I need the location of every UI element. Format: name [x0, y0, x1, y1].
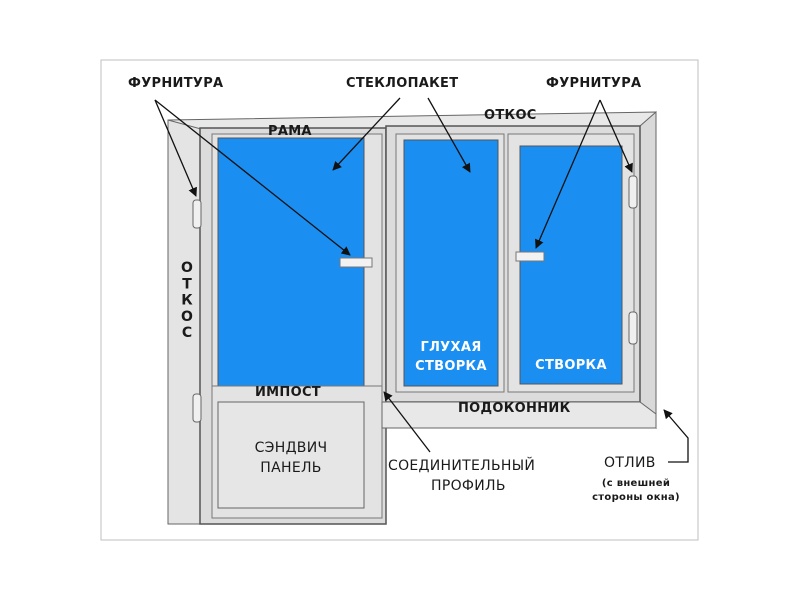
- right-jamb: [639, 110, 657, 430]
- fixed-glass: [403, 139, 499, 387]
- label-glukhaya-stvorka: ГЛУХАЯ СТВОРКА: [404, 338, 498, 376]
- label-otliv: ОТЛИВ: [604, 455, 656, 471]
- door-handle: [339, 257, 373, 268]
- label-soed-profil: СОЕДИНИТЕЛЬНЫЙ ПРОФИЛЬ: [388, 456, 535, 496]
- door-hinge-top: [192, 199, 202, 229]
- glukhaya-line2: СТВОРКА: [415, 359, 487, 374]
- sandwich-panel: [217, 401, 365, 509]
- leader-lines: [154, 97, 689, 463]
- otliv-note-line2: стороны окна): [592, 492, 680, 503]
- label-rama: РАМА: [268, 124, 312, 139]
- door-hinge-bottom: [192, 393, 202, 423]
- soed-line2: ПРОФИЛЬ: [431, 478, 506, 494]
- label-impost: ИМПОСТ: [255, 385, 321, 400]
- label-furnitura-left: ФУРНИТУРА: [128, 76, 224, 91]
- label-furnitura-right: ФУРНИТУРА: [546, 76, 642, 91]
- otkos-side-text: ОТКОС: [179, 260, 195, 342]
- sandwich-line2: ПАНЕЛЬ: [260, 460, 322, 476]
- label-otkos-side: ОТКОС: [177, 260, 195, 342]
- window-sill: [381, 401, 657, 429]
- window-hinge-bottom: [628, 311, 638, 345]
- otliv-note-line1: (с внешней: [601, 478, 671, 489]
- label-stvorka: СТВОРКА: [535, 358, 607, 373]
- sandwich-line1: СЭНДВИЧ: [254, 440, 328, 456]
- label-podokonnik: ПОДОКОННИК: [458, 401, 571, 416]
- label-otliv-note: (с внешней стороны окна): [580, 477, 692, 505]
- glukhaya-line1: ГЛУХАЯ: [420, 340, 482, 355]
- label-otkos-top: ОТКОС: [484, 108, 537, 123]
- window-handle: [515, 251, 545, 262]
- label-sandwich-panel: СЭНДВИЧ ПАНЕЛЬ: [218, 438, 364, 478]
- label-steklopaket: СТЕКЛОПАКЕТ: [346, 76, 459, 91]
- soed-line1: СОЕДИНИТЕЛЬНЫЙ: [388, 458, 536, 474]
- opening-glass: [519, 145, 623, 385]
- window-hinge-top: [628, 175, 638, 209]
